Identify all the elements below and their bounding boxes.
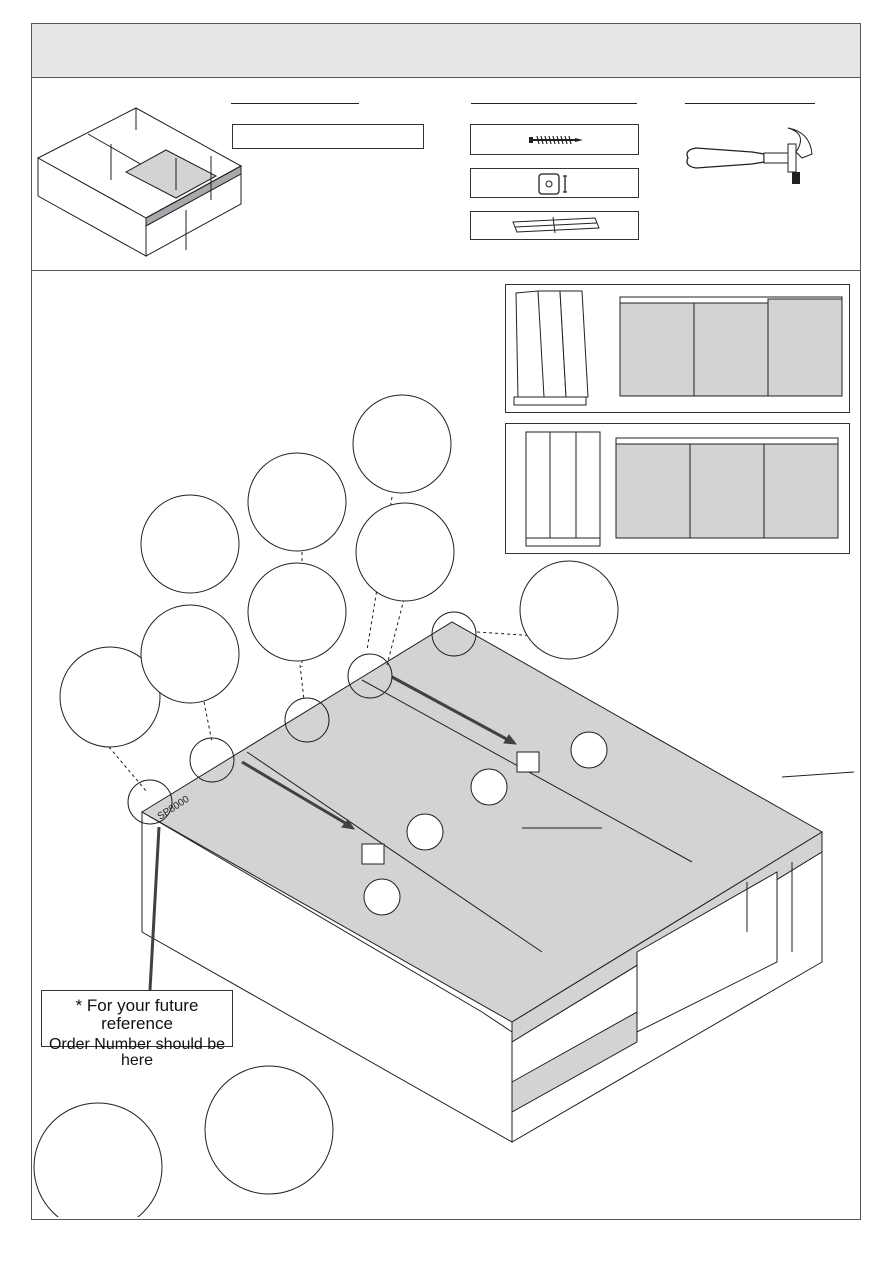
page-frame <box>31 23 861 1220</box>
screw-box <box>470 124 639 155</box>
parts-rule-1 <box>231 103 359 104</box>
bed-assembly-diagram: SP8000 <box>33 394 855 1217</box>
reference-box-2 <box>505 423 850 554</box>
slat-box <box>470 211 639 240</box>
section-divider <box>32 270 860 271</box>
slat-stack-icon <box>525 431 839 547</box>
fitting-plate-icon <box>538 173 567 195</box>
step-header-band <box>32 24 860 78</box>
note-line-2: Order Number should be here <box>48 1035 226 1070</box>
parts-rule-2 <box>471 103 637 104</box>
tools-rule <box>685 103 815 104</box>
hammer-icon <box>686 127 813 184</box>
screw-icon <box>529 135 583 145</box>
order-number-note: * For your future reference Order Number… <box>41 990 233 1069</box>
part-label-box <box>232 124 424 149</box>
note-line-1: * For your future reference <box>75 996 199 1033</box>
slat-boards-icon <box>512 216 600 234</box>
furniture-frame-icon <box>36 107 243 257</box>
slat-bundle-icon <box>513 290 843 406</box>
reference-box-1 <box>505 284 850 413</box>
fitting-box <box>470 168 639 198</box>
